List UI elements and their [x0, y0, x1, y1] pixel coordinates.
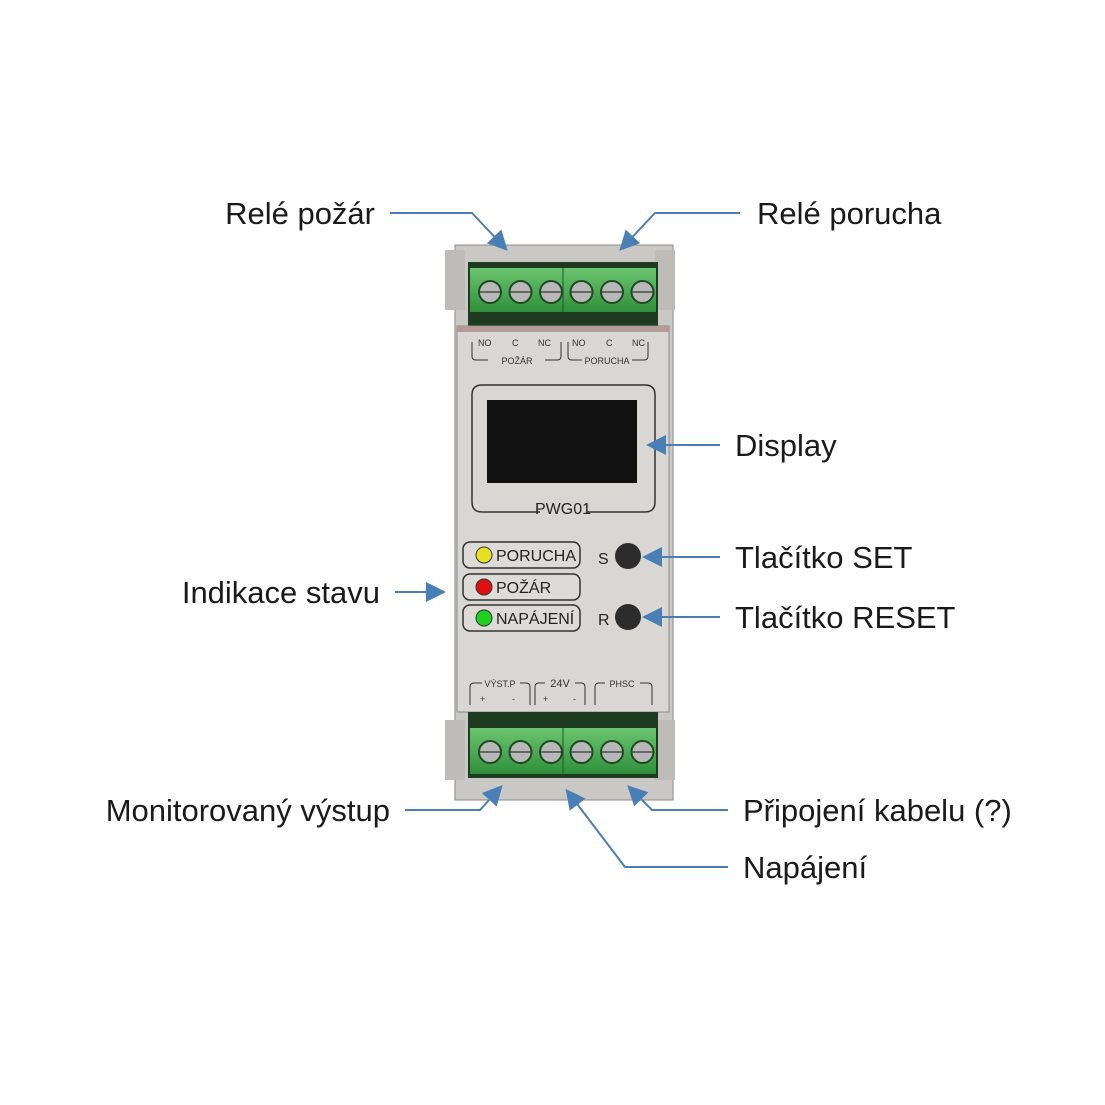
led-indicator: PORUCHA	[462, 541, 581, 569]
callout-rele-pozar: Relé požár	[225, 196, 375, 231]
callout-pripojeni-kabelu: Připojení kabelu (?)	[743, 793, 1012, 828]
top-terminal-block	[468, 262, 658, 327]
pin-label: C	[512, 338, 519, 348]
bottom-terminal-labels: VÝST.P + - 24V + - PHSC	[469, 678, 653, 705]
set-button[interactable]: S	[598, 543, 641, 569]
set-button-label: S	[598, 551, 609, 568]
callout-rele-porucha: Relé porucha	[757, 196, 942, 231]
display: PWG01	[471, 384, 656, 518]
pin-label: NC	[538, 338, 551, 348]
pin-label: NO	[478, 338, 492, 348]
led-indicator: NAPÁJENÍ	[462, 604, 581, 632]
reset-button[interactable]: R	[598, 604, 641, 630]
pin-label: NC	[632, 338, 645, 348]
callout-monitorovany-vystup: Monitorovaný výstup	[106, 793, 390, 828]
led-label: NAPÁJENÍ	[496, 609, 575, 628]
terminal-group-pozar: POŽÁR	[501, 356, 533, 366]
pin-label: C	[606, 338, 613, 348]
terminal-group-porucha: PORUCHA	[584, 356, 629, 366]
bottom-terminal-block	[468, 712, 658, 778]
callout-reset: Tlačítko RESET	[735, 600, 956, 635]
pin-label: -	[573, 694, 576, 704]
front-panel	[456, 325, 670, 713]
top-terminal-labels: NO C NC POŽÁR NO C NC PORUCHA	[471, 338, 649, 366]
reset-button-label: R	[598, 612, 610, 629]
callout-arrows	[390, 212, 740, 868]
pin-label: -	[512, 694, 515, 704]
model-label: PWG01	[535, 501, 591, 518]
terminal-group-vystup: VÝST.P	[484, 679, 515, 689]
led-light	[475, 578, 493, 596]
led-indicator: POŽÁR	[462, 573, 581, 601]
terminal-group-phsc: PHSC	[609, 679, 635, 689]
pin-label: NO	[572, 338, 586, 348]
led-label: POŽÁR	[496, 578, 551, 597]
led-light	[475, 546, 493, 564]
pin-label: +	[480, 694, 485, 704]
status-leds: PORUCHA POŽÁR NAPÁJENÍ	[462, 541, 581, 632]
led-label: PORUCHA	[496, 548, 576, 565]
callout-set: Tlačítko SET	[735, 540, 912, 575]
terminal-group-24v: 24V	[550, 678, 570, 690]
callout-display: Display	[735, 428, 837, 463]
callout-napajeni: Napájení	[743, 850, 867, 885]
pin-label: +	[543, 694, 548, 704]
callout-indikace: Indikace stavu	[182, 575, 380, 610]
led-light	[475, 609, 493, 627]
